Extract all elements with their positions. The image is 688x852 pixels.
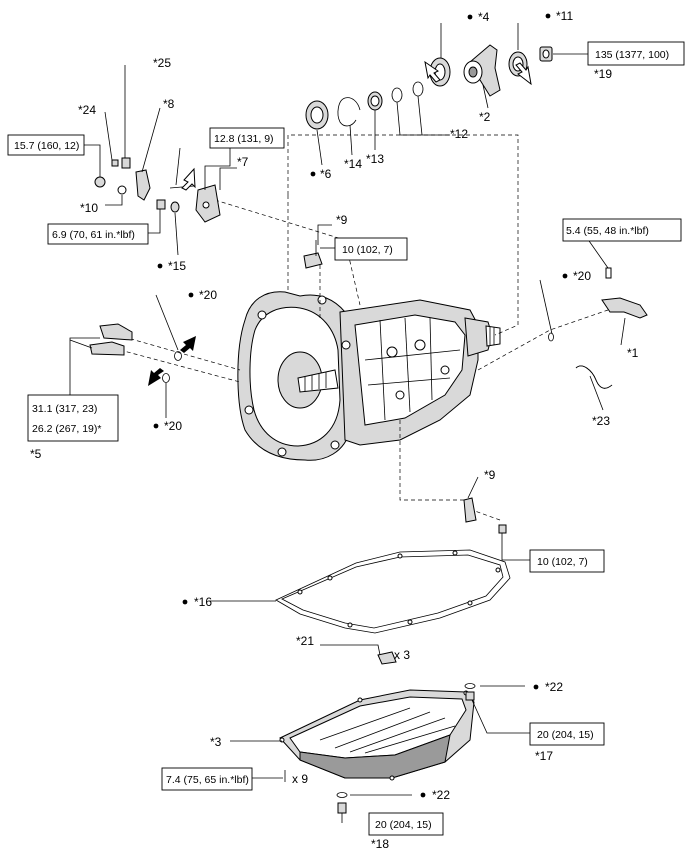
arrow-icon: [181, 167, 196, 191]
torque-spec-10-top: 10 (102, 7): [342, 244, 393, 256]
callout-1: *1: [627, 346, 639, 360]
bullets: [153, 13, 568, 798]
quantity-labels: x 3 x 9: [292, 648, 410, 786]
callout-22-bottom: *22: [432, 788, 450, 802]
callout-3: *3: [210, 735, 222, 749]
quantity-x9: x 9: [292, 772, 308, 786]
quantity-x3: x 3: [394, 648, 410, 662]
callout-20-right: *20: [573, 269, 591, 283]
callout-14: *14: [344, 157, 362, 171]
callout-2: *2: [479, 110, 491, 124]
callout-20-lower-left: *20: [164, 419, 182, 433]
callout-13: *13: [366, 152, 384, 166]
torque-spec-12-8: 12.8 (131, 9): [214, 133, 274, 145]
oil-pan: [279, 683, 476, 814]
callout-18: *18: [371, 837, 389, 851]
callout-9-bottom: *9: [484, 468, 496, 482]
callout-23: *23: [592, 414, 610, 428]
callout-21: *21: [296, 634, 314, 648]
transmission-assembly: [237, 291, 501, 461]
callout-22-top: *22: [545, 680, 563, 694]
callout-15: *15: [168, 259, 186, 273]
callout-19: *19: [594, 67, 612, 81]
arrow-icon: [515, 62, 532, 86]
callout-16: *16: [194, 595, 212, 609]
torque-spec-20-fill-plug: 20 (204, 15): [537, 729, 594, 741]
arrow-icon: [424, 60, 441, 83]
torque-spec-7-4: 7.4 (75, 65 in.*lbf): [166, 774, 249, 786]
callout-9-top: *9: [336, 213, 348, 227]
torque-spec-boxes: 135 (1377, 100) 15.7 (160, 12) 12.8 (131…: [7, 41, 685, 836]
callout-7: *7: [237, 155, 249, 169]
callout-25: *25: [153, 56, 171, 70]
direction-arrows: [148, 60, 532, 386]
torque-spec-20-drain-plug: 20 (204, 15): [375, 819, 432, 831]
callout-4: *4: [478, 10, 490, 24]
small-parts: [89, 44, 648, 665]
callout-11: *11: [556, 9, 573, 23]
torque-spec-10-bottom: 10 (102, 7): [537, 556, 588, 568]
oil-pan-gasket: [275, 549, 511, 634]
callout-20-upper-left: *20: [199, 288, 217, 302]
torque-spec-26-2: 26.2 (267, 19)*: [32, 423, 101, 435]
leader-lines: [69, 23, 626, 823]
callout-24: *24: [78, 103, 96, 117]
torque-spec-6-9: 6.9 (70, 61 in.*lbf): [52, 229, 135, 241]
callout-10: *10: [80, 201, 98, 215]
callout-6: *6: [320, 167, 332, 181]
arrow-icon: [180, 336, 196, 353]
torque-spec-5-4: 5.4 (55, 48 in.*lbf): [566, 225, 649, 237]
torque-spec-31-1: 31.1 (317, 23): [32, 403, 97, 415]
torque-spec-135: 135 (1377, 100): [595, 49, 669, 61]
callout-12: *12: [450, 127, 468, 141]
callout-labels: *4 *11 *19 *2 *12 *13 *14 *6 *25 *24 *8 …: [30, 9, 639, 851]
torque-spec-15-7: 15.7 (160, 12): [14, 140, 79, 152]
callout-17: *17: [535, 749, 553, 763]
arrow-icon: [148, 368, 164, 386]
callout-8: *8: [163, 97, 175, 111]
callout-5: *5: [30, 447, 42, 461]
